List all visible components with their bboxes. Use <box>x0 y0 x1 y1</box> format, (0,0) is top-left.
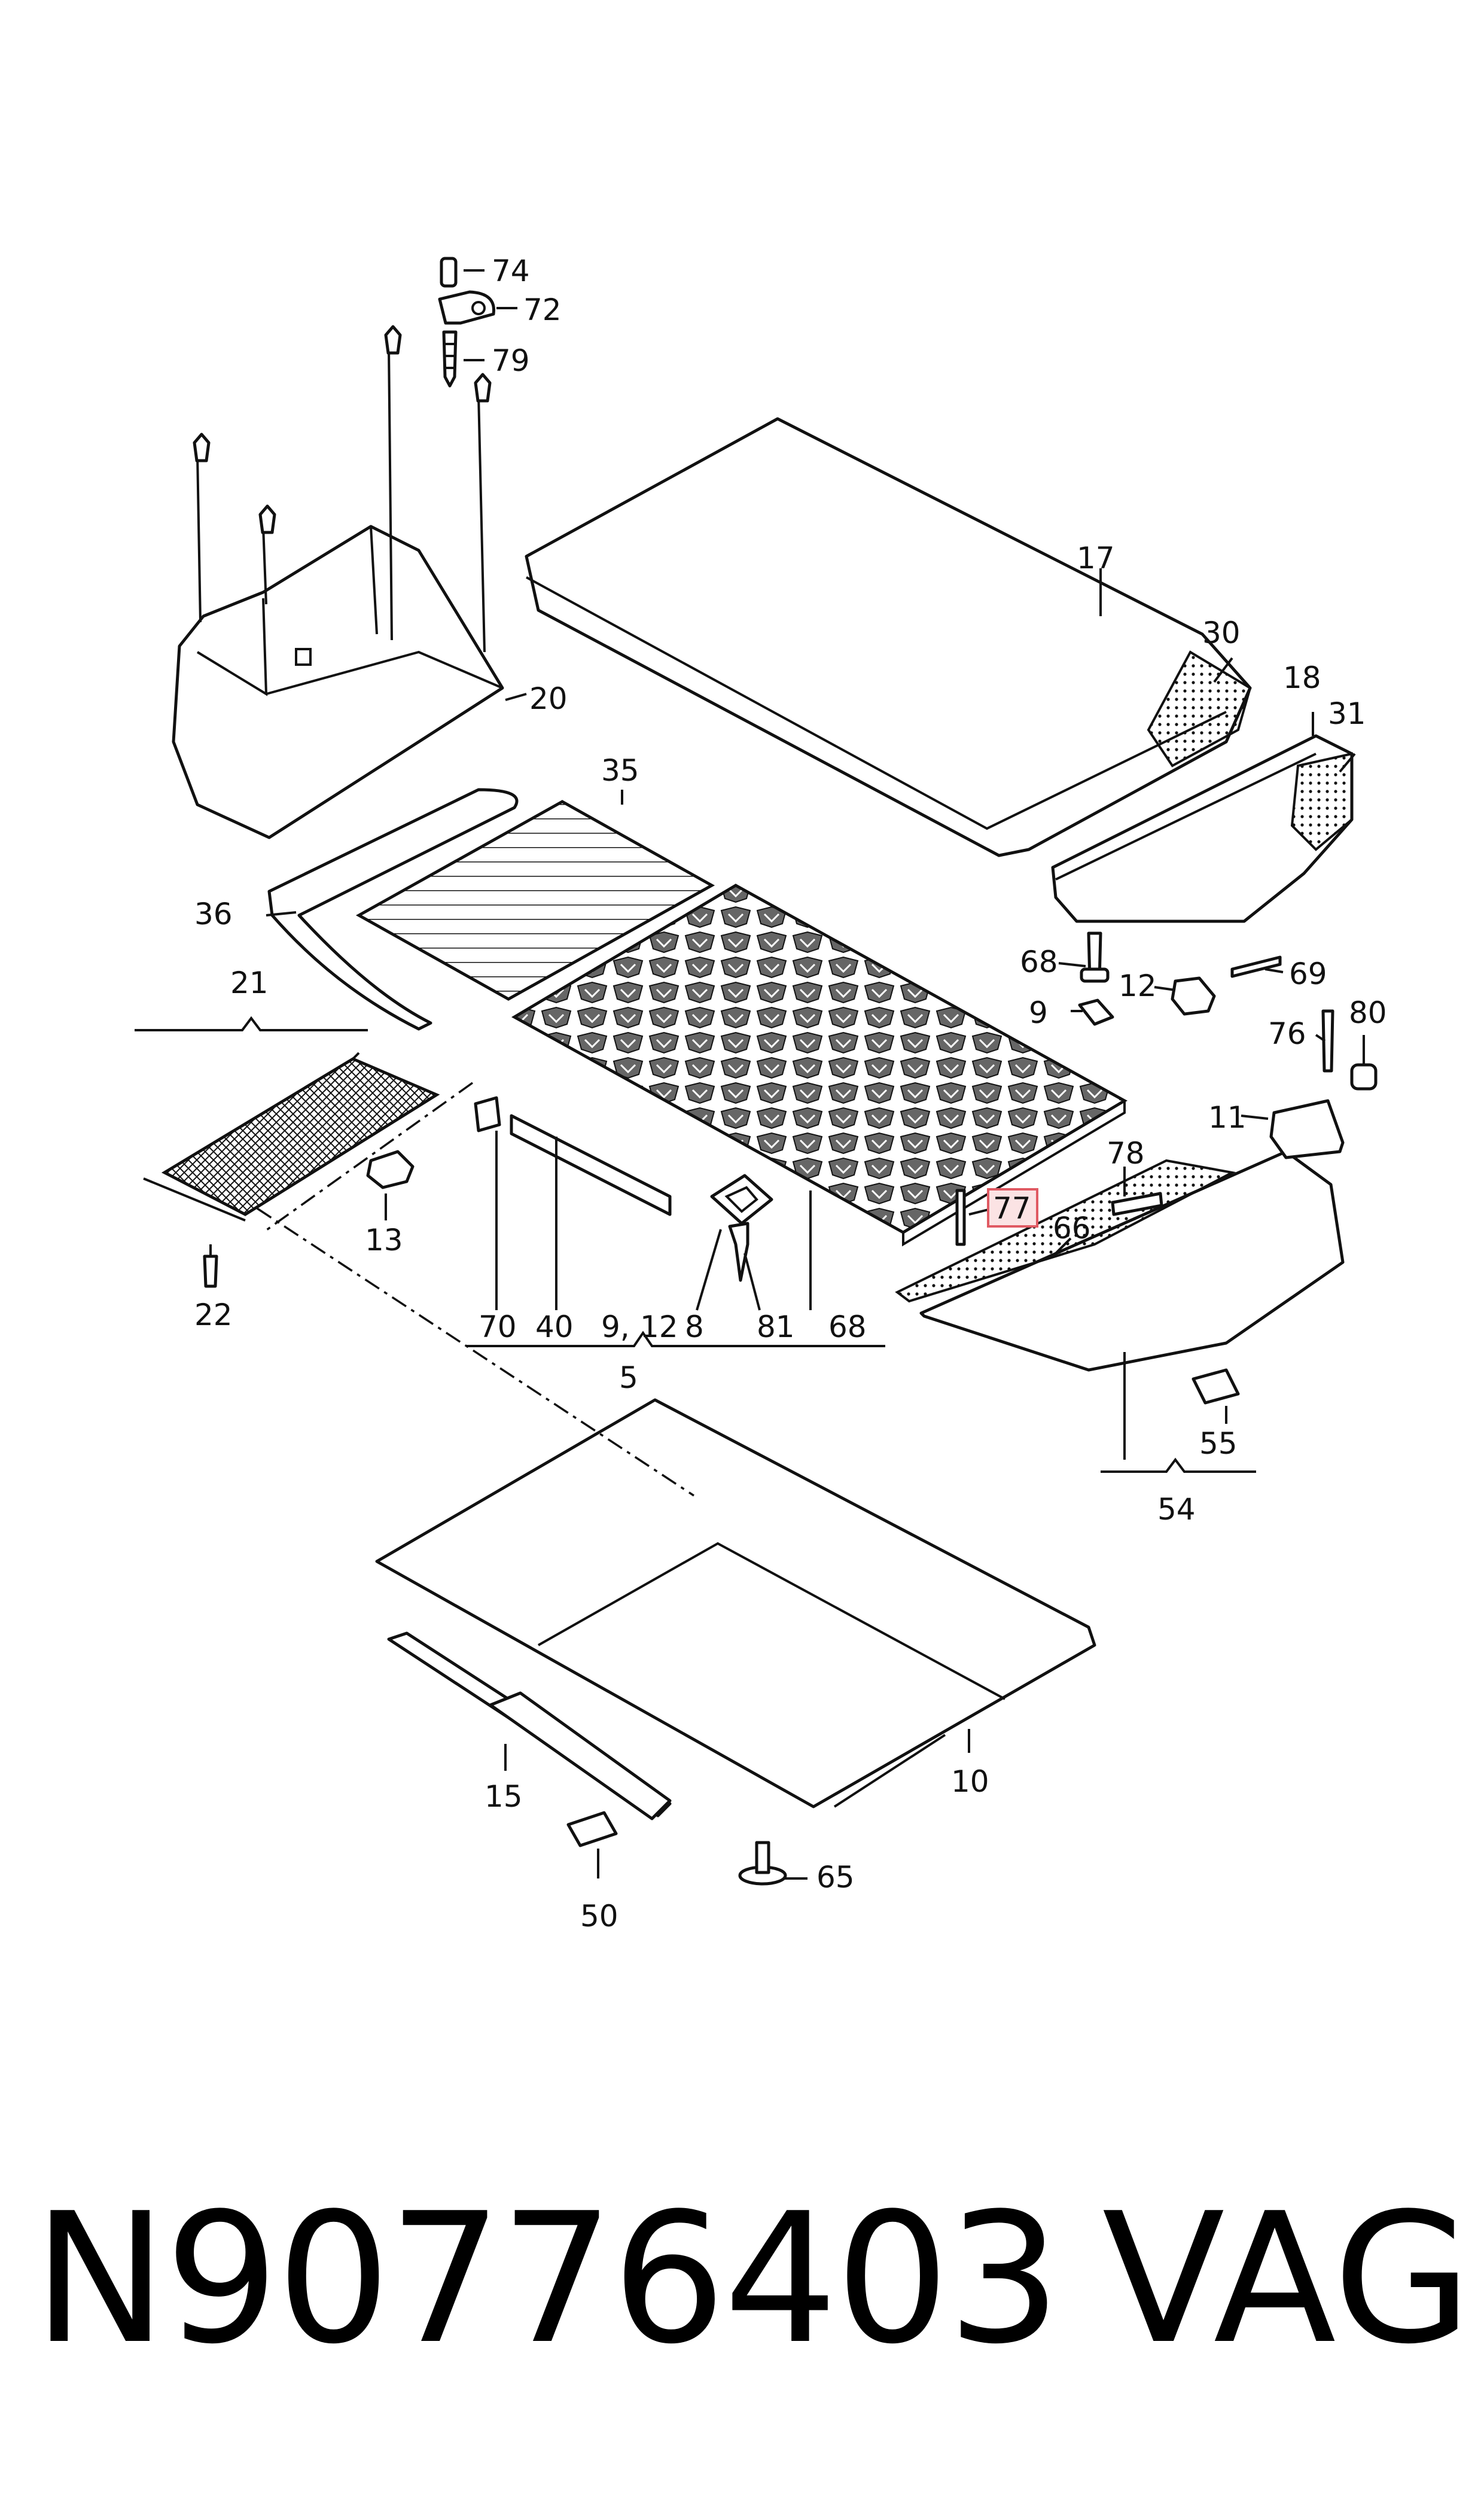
group-bracket-21 <box>135 1016 368 1031</box>
bolt-78-part <box>1111 1192 1163 1216</box>
callout-76: 76 <box>1268 1016 1306 1051</box>
callout-70: 70 <box>479 1310 517 1344</box>
callout-50: 50 <box>580 1899 618 1934</box>
bolt-68-part <box>1080 931 1110 983</box>
callout-20: 20 <box>529 681 568 716</box>
spacer-70-part <box>474 1096 501 1132</box>
callout-66: 66 <box>1053 1211 1091 1246</box>
screw-74-part <box>440 257 458 288</box>
screw-69-part <box>1230 955 1282 978</box>
callout-15: 15 <box>484 1779 523 1814</box>
callout-18: 18 <box>1283 660 1321 695</box>
callout-5: 5 <box>619 1360 638 1395</box>
callout-30: 30 <box>1202 616 1241 650</box>
nut-80-part <box>1350 1063 1378 1091</box>
callout-79: 79 <box>492 343 530 378</box>
callout-55: 55 <box>1199 1426 1238 1461</box>
callout-54: 54 <box>1157 1492 1196 1527</box>
exploded-parts-diagram: 74 72 79 17 30 20 18 31 35 36 68 12 69 9… <box>135 254 1387 1934</box>
screw-79-part <box>442 330 458 388</box>
callout-68-top: 68 <box>1020 945 1058 979</box>
assembly-line <box>257 1082 694 1497</box>
striped-mat-part <box>355 800 715 1001</box>
footer: N90776403 VAG <box>0 2166 1484 2405</box>
clip-13-part <box>366 1150 415 1189</box>
fastener-65-part <box>738 1841 787 1886</box>
clip-55-part <box>1192 1368 1240 1405</box>
bolt-76-part <box>1321 1009 1334 1073</box>
brand-label: VAG <box>1102 2175 1472 2383</box>
bracket-72-part <box>438 290 495 325</box>
part-number-label: N90776403 <box>33 2175 1061 2383</box>
callout-9-top: 9 <box>1029 995 1048 1030</box>
bar-40-part <box>510 1114 672 1216</box>
callout-40: 40 <box>535 1310 574 1344</box>
callout-8: 8 <box>685 1310 704 1344</box>
large-cushion-part <box>525 417 1252 857</box>
callout-69: 69 <box>1289 957 1327 991</box>
callout-12-group: 12 <box>640 1310 678 1344</box>
callout-21: 21 <box>230 966 269 1000</box>
cargo-net-part <box>143 1052 440 1222</box>
grille-panel-part <box>511 884 1128 1247</box>
clip-9-part <box>1078 998 1114 1026</box>
callout-17: 17 <box>1077 541 1115 576</box>
pin-77-part <box>955 1189 966 1246</box>
pin-81-part <box>728 1222 749 1282</box>
callout-74: 74 <box>492 254 530 288</box>
leader-lines <box>209 269 1365 1880</box>
callout-77: 77 <box>993 1191 1031 1226</box>
bracket-12-part <box>1171 976 1216 1016</box>
callout-68-group: 68 <box>828 1310 867 1344</box>
callout-12-top: 12 <box>1119 969 1157 1003</box>
callout-22: 22 <box>194 1298 233 1332</box>
callout-65: 65 <box>816 1860 855 1895</box>
callout-35: 35 <box>601 753 639 788</box>
hinge-11-part <box>1269 1099 1345 1159</box>
small-cushion-part <box>1051 734 1354 923</box>
group-bracket-54 <box>1101 1457 1256 1473</box>
storage-bag-part <box>172 325 504 839</box>
callout-11: 11 <box>1208 1100 1247 1135</box>
callout-9-group: 9, <box>601 1310 630 1344</box>
callout-72: 72 <box>523 293 562 327</box>
screw-22-part <box>203 1255 218 1288</box>
callout-81: 81 <box>757 1310 795 1344</box>
callout-80: 80 <box>1349 995 1387 1030</box>
callout-31: 31 <box>1328 696 1366 731</box>
gas-strut-part <box>387 1631 672 1820</box>
callout-10: 10 <box>951 1764 989 1799</box>
group-bracket-5 <box>467 1330 885 1347</box>
stud-50-part <box>566 1811 618 1847</box>
callout-13: 13 <box>365 1223 403 1258</box>
rail-36-part <box>267 788 519 1031</box>
floor-panel-part <box>375 1398 1096 1808</box>
callout-78: 78 <box>1107 1136 1145 1171</box>
cover-8-part <box>710 1174 773 1225</box>
callout-36: 36 <box>194 897 233 931</box>
highlight-77-box <box>987 1188 1038 1228</box>
callout-labels: 74 72 79 17 30 20 18 31 35 36 68 12 69 9… <box>194 254 1387 1934</box>
